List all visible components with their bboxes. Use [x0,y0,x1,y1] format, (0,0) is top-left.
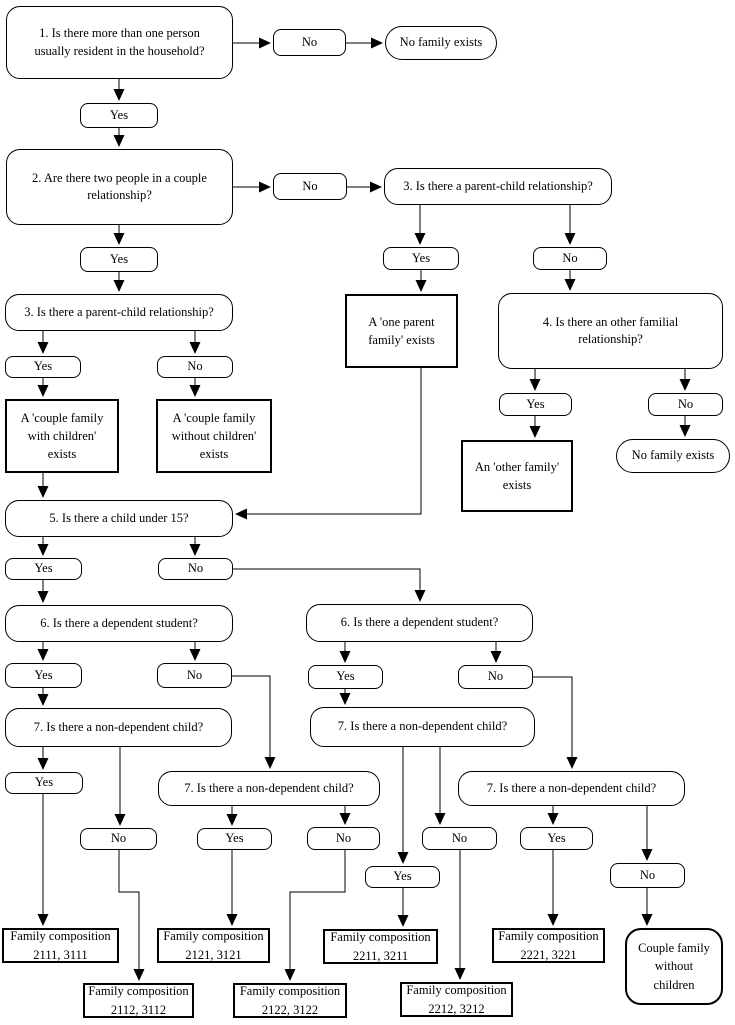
node-yes-3r: Yes [383,247,459,270]
node-fc-2221-3221: Family composition 2221, 3221 [492,928,605,963]
node-terminal-no-family-2: No family exists [616,439,730,473]
node-yes-3l: Yes [5,356,81,378]
node-no-2: No [273,173,347,200]
edge-no-6r-to-q7d [533,676,578,769]
node-yes-7b: Yes [365,866,440,888]
node-fc-2121-3121: Family composition 2121, 3121 [157,928,270,963]
node-fc-2122-3122: Family composition 2122, 3122 [233,983,347,1018]
node-yes-7c: Yes [197,828,272,850]
node-fc-2212-3212: Family composition 2212, 3212 [400,982,513,1017]
node-result-other-family: An 'other family' exists [461,440,573,512]
node-q7d: 7. Is there a non-dependent child? [458,771,685,806]
node-no-3r: No [533,247,607,270]
node-no-7a: No [80,828,157,850]
node-result-one-parent-family: A 'one parent family' exists [345,294,458,368]
node-result-couple-without-children: A 'couple family without children' exist… [156,399,272,473]
node-q4: 4. Is there an other familial relationsh… [498,293,723,369]
node-yes-2: Yes [80,247,158,272]
node-no-5: No [158,558,233,580]
node-terminal-no-family-1: No family exists [385,26,497,60]
edge-no-7a-to-fc-2112-3112 [118,850,145,981]
node-yes-5: Yes [5,558,82,580]
node-yes-6l: Yes [5,663,82,688]
edge-no-6l-to-q7c [232,675,276,769]
node-no-6l: No [157,663,232,688]
node-no-7d: No [610,863,685,888]
node-q7b: 7. Is there a non-dependent child? [310,707,535,747]
edge-no-5-to-q6-right [233,568,426,602]
node-q7c: 7. Is there a non-dependent child? [158,771,380,806]
node-q7a: 7. Is there a non-dependent child? [5,708,232,747]
node-fc-2111-3111: Family composition 2111, 3111 [2,928,119,963]
node-q3-right: 3. Is there a parent-child relationship? [384,168,612,205]
node-yes-7d: Yes [520,827,593,850]
node-no-1: No [273,29,346,56]
node-no-7b: No [422,827,497,850]
node-q2: 2. Are there two people in a couple rela… [6,149,233,225]
node-q5: 5. Is there a child under 15? [5,500,233,537]
node-yes-7a: Yes [5,772,83,794]
edge-no-7c-to-fc-2122-3122 [284,850,346,981]
node-result-couple-with-children: A 'couple family with children' exists [5,399,119,473]
node-result-couple-family-without-children: Couple family without children [625,928,723,1005]
node-q1: 1. Is there more than one person usually… [6,6,233,79]
node-no-6r: No [458,665,533,689]
node-q6-right: 6. Is there a dependent student? [306,604,533,642]
node-q3-left: 3. Is there a parent-child relationship? [5,294,233,331]
node-fc-2211-3211: Family composition 2211, 3211 [323,929,438,964]
node-yes-4: Yes [499,393,572,416]
edge-result-one-parent-family-to-q5 [235,368,422,520]
node-yes-1: Yes [80,103,158,128]
node-q6-left: 6. Is there a dependent student? [5,605,233,642]
node-no-4: No [648,393,723,416]
node-no-3l: No [157,356,233,378]
node-fc-2112-3112: Family composition 2112, 3112 [83,983,194,1018]
node-no-7c: No [307,827,380,850]
node-yes-6r: Yes [308,665,383,689]
